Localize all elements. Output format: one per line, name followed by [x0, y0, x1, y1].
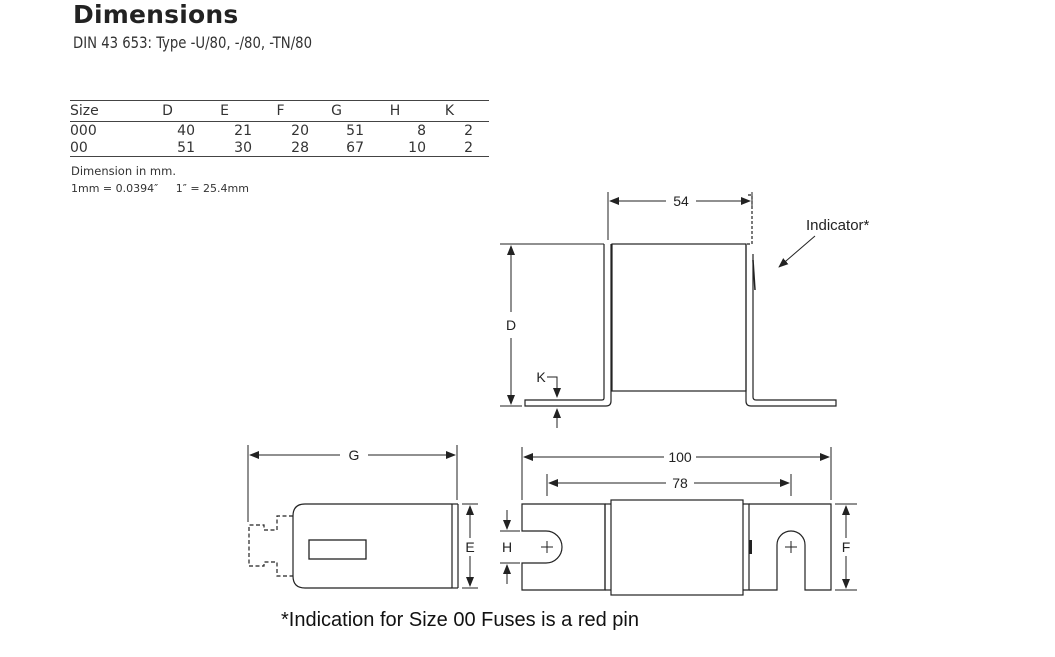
column-header: G	[309, 100, 364, 122]
table-cell: 8	[417, 122, 426, 139]
label-h: H	[502, 539, 512, 555]
dimension-d: D	[500, 243, 604, 407]
left-hole-crosshair	[541, 541, 553, 553]
column-header: E	[197, 100, 252, 122]
end-view	[248, 503, 459, 589]
right-hole-crosshair	[785, 541, 797, 553]
table-cell: 51	[177, 139, 195, 156]
label-54: 54	[673, 193, 689, 209]
footnote: *Indication for Size 00 Fuses is a red p…	[281, 609, 639, 631]
table-cell: 30	[234, 139, 252, 156]
column-header: Size	[70, 100, 140, 122]
table-cell: 28	[291, 139, 309, 156]
unit-note: Dimension in mm.	[71, 164, 176, 178]
dimension-54: 54	[607, 192, 753, 240]
top-view	[521, 499, 832, 596]
label-indicator: Indicator*	[806, 217, 870, 234]
conversion-note: 1mm = 0.0394″ 1″ = 25.4mm	[71, 182, 249, 195]
table-cell: 00	[70, 139, 88, 156]
indicator-callout: Indicator*	[778, 217, 870, 268]
page-subtitle: DIN 43 653: Type -U/80, -/80, -TN/80	[73, 33, 313, 52]
table-row: 00 51 30 28 67 10 2	[70, 139, 489, 157]
dimension-100: 100	[521, 447, 832, 500]
label-f: F	[842, 539, 851, 555]
table-cell: 10	[408, 139, 426, 156]
dimension-f: F	[835, 503, 857, 591]
table-cell: 2	[464, 122, 473, 139]
label-k: K	[536, 369, 546, 385]
label-d: D	[506, 317, 516, 333]
label-e: E	[465, 539, 474, 555]
column-header: D	[140, 100, 197, 122]
dimensions-table: Size D E F G H K 000 40 21 20 51 8 2 00 …	[70, 100, 489, 157]
dimension-g: G	[247, 445, 458, 522]
side-view	[524, 194, 837, 407]
label-100: 100	[668, 449, 692, 465]
dimension-78: 78	[546, 474, 792, 496]
table-row: 000 40 21 20 51 8 2	[70, 122, 489, 140]
table-cell: 2	[464, 139, 473, 156]
page-title: Dimensions	[73, 0, 239, 29]
table-header-row: Size D E F G H K	[70, 100, 489, 122]
table-cell: 67	[346, 139, 364, 156]
dimension-h: H	[500, 510, 520, 584]
table-cell: 51	[346, 122, 364, 139]
table-cell: 40	[177, 122, 195, 139]
table-cell: 21	[234, 122, 252, 139]
table-cell: 000	[70, 122, 97, 139]
label-78: 78	[672, 475, 688, 491]
column-header: H	[364, 100, 426, 122]
dimension-k: K	[536, 369, 561, 428]
label-g: G	[349, 447, 360, 463]
column-header: F	[252, 100, 309, 122]
column-header: K	[426, 100, 489, 122]
table-cell: 20	[291, 122, 309, 139]
dimension-e: E	[462, 503, 478, 589]
